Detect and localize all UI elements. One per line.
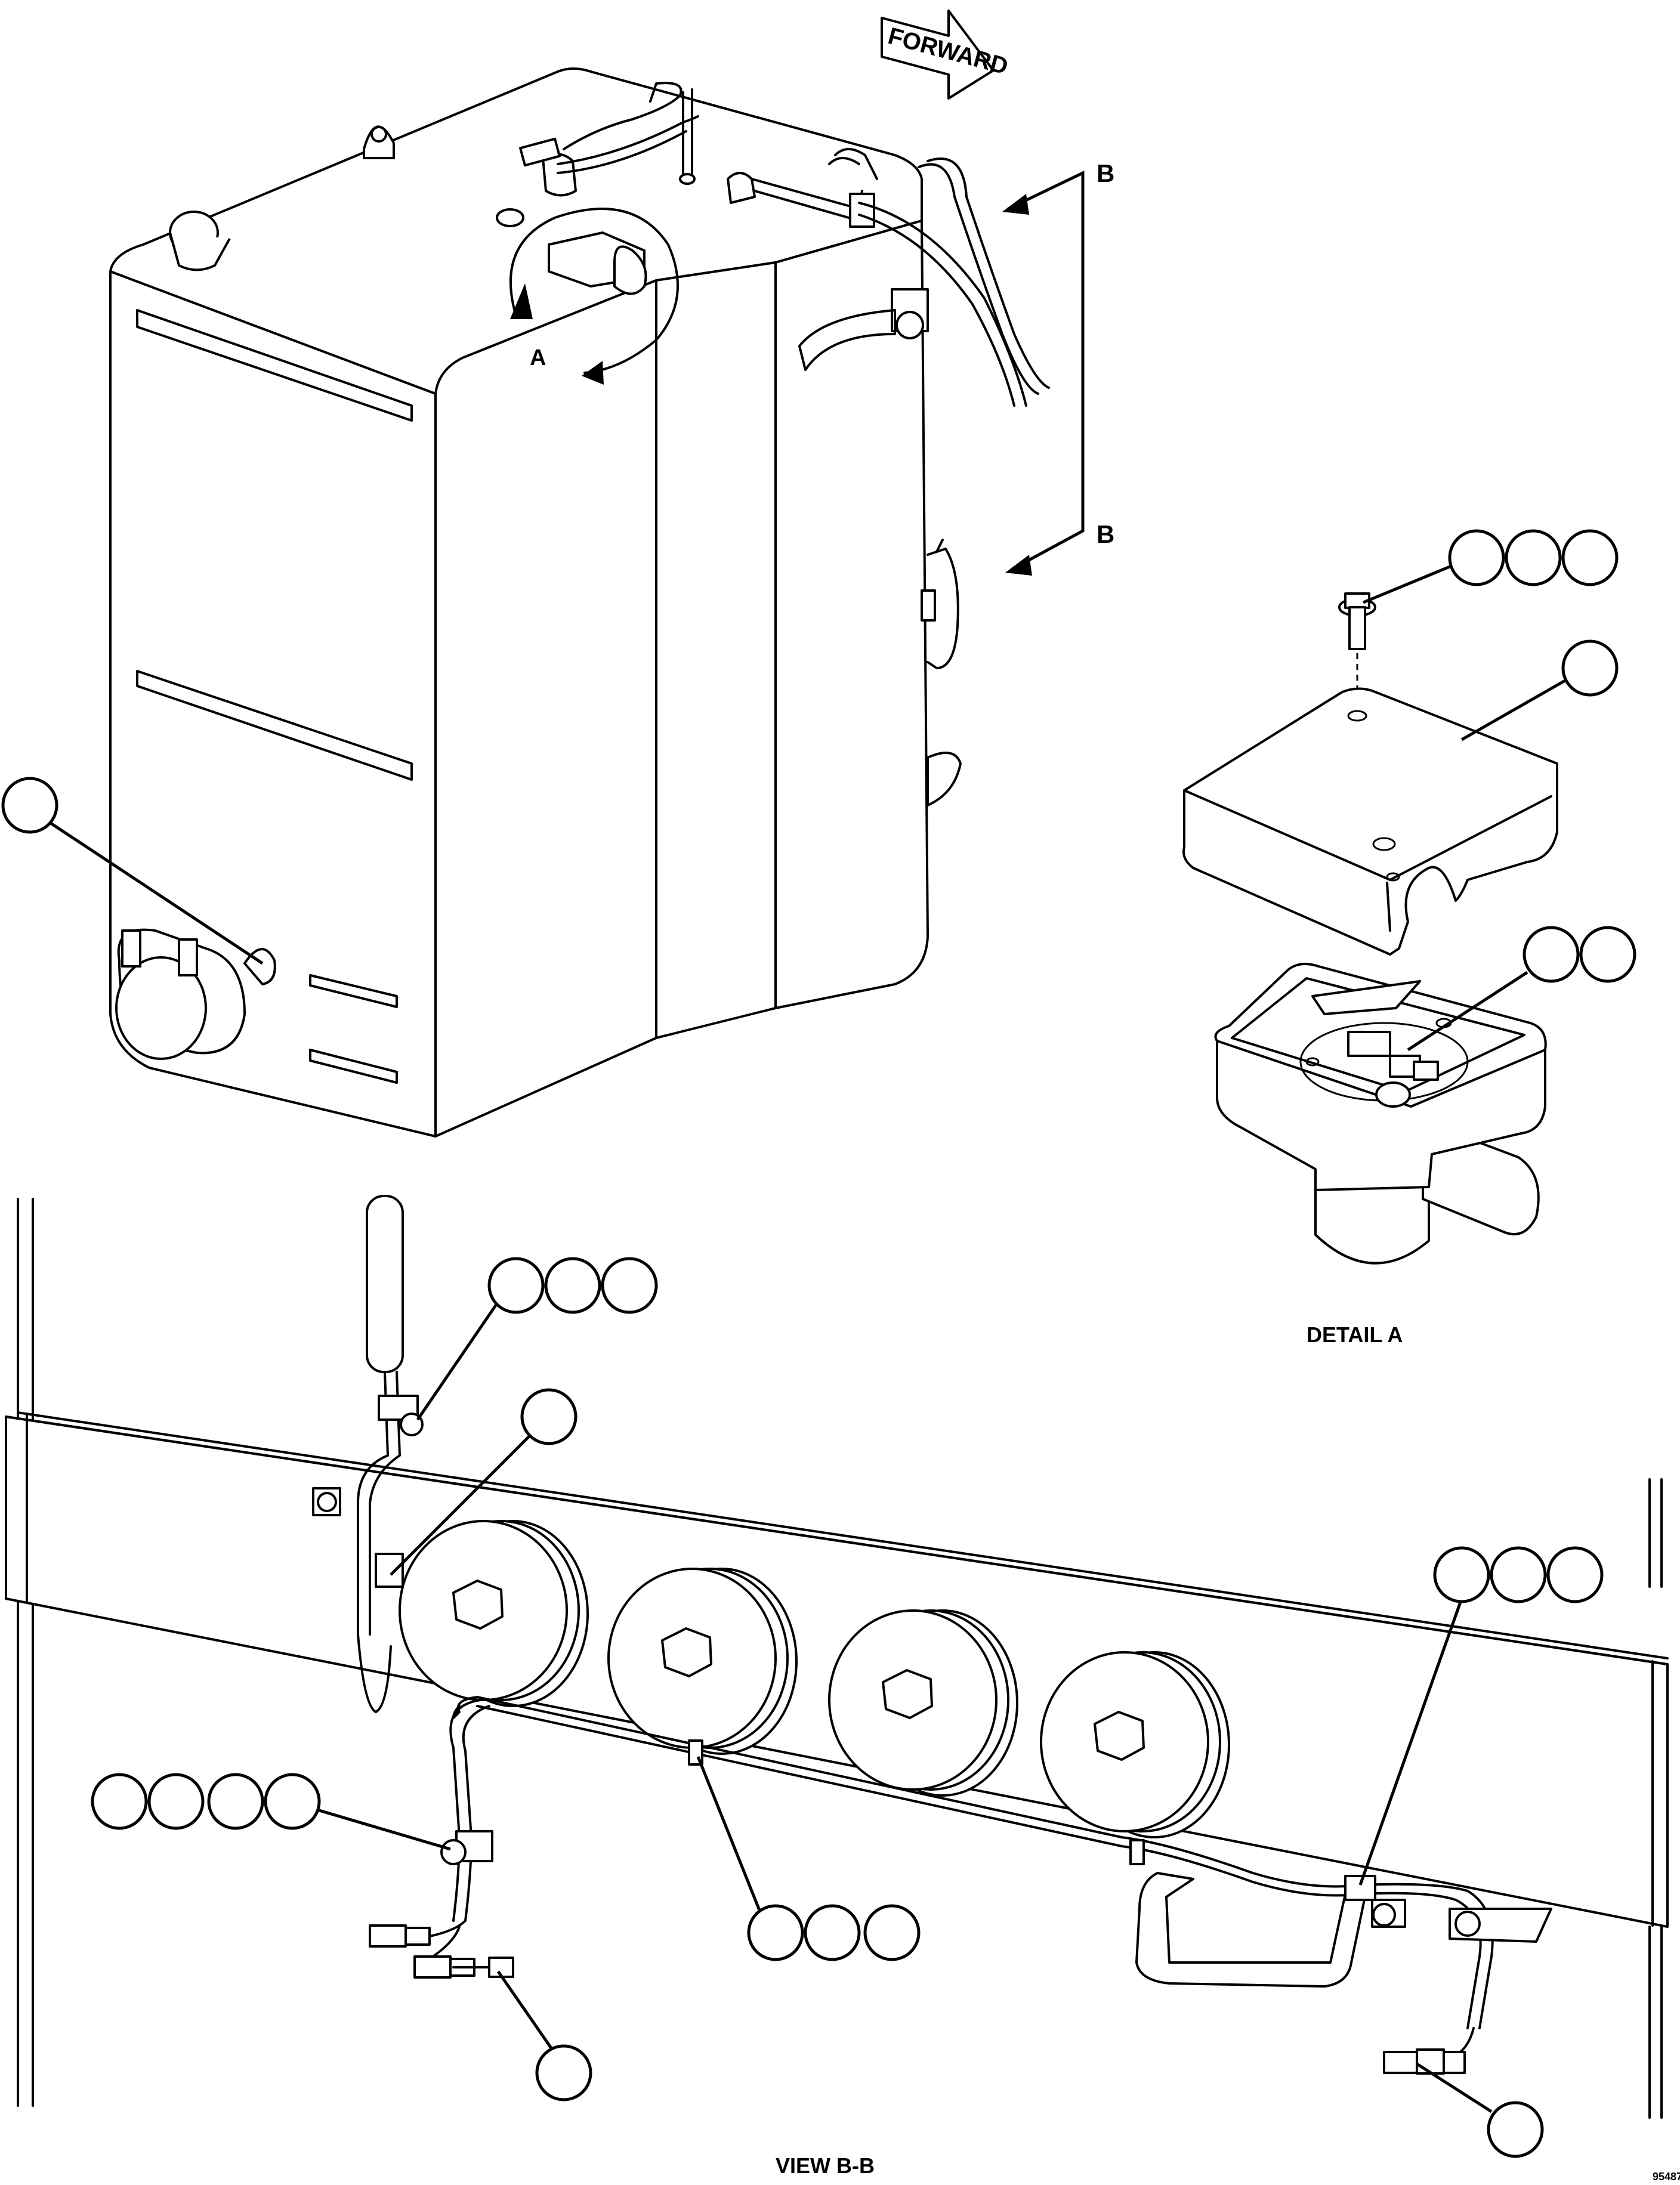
callout-cover-screw xyxy=(1363,529,1619,604)
side-handle xyxy=(921,539,959,669)
tank-front-panel-2 xyxy=(655,261,777,1039)
wiring-harness-lower xyxy=(312,1195,1552,2075)
wiring-harness-top xyxy=(751,148,1050,407)
mounting-strip-upper xyxy=(136,309,413,422)
view-b-b-caption: VIEW B-B xyxy=(776,2153,875,2178)
callout-left-clamp xyxy=(91,1773,451,1851)
mounting-strip-lower xyxy=(136,670,413,781)
mount-bracket xyxy=(927,752,962,806)
spool-4 xyxy=(1040,1651,1230,1838)
fuel-tank: A B B xyxy=(109,67,1114,1138)
callout-lower-right-connector xyxy=(1416,2062,1544,2158)
view-b-b: VIEW B-B xyxy=(5,1195,1669,2178)
detail-a: DETAIL A xyxy=(1182,529,1636,1347)
spool-1 xyxy=(399,1520,589,1707)
detail-a-view-arrow: A xyxy=(509,208,679,385)
sending-unit-housing xyxy=(1214,963,1547,1265)
callout-right-clamp xyxy=(1358,1546,1604,1886)
tank-front-panel-1 xyxy=(434,279,657,1138)
lifting-eye xyxy=(363,125,395,159)
section-b-top-label: B xyxy=(1097,159,1114,187)
sending-unit-cover xyxy=(1182,687,1558,956)
spool-2 xyxy=(607,1568,798,1755)
tank-top-face xyxy=(109,67,923,395)
top-fittings xyxy=(496,82,756,227)
callout-beam-clip xyxy=(696,1756,921,1961)
spool-3 xyxy=(828,1609,1018,1797)
fuel-cap xyxy=(169,211,231,271)
callout-tank-drain xyxy=(1,777,264,965)
tank-front-panel-3 xyxy=(774,220,929,1009)
tank-left-face xyxy=(109,270,437,1138)
callout-cover xyxy=(1460,639,1619,741)
callout-sending-unit xyxy=(1407,926,1636,1052)
cover-screw xyxy=(1338,592,1376,701)
detail-a-caption: DETAIL A xyxy=(1307,1322,1403,1347)
drain-fitting xyxy=(115,928,276,1060)
mounting-strip-small-2 xyxy=(309,1049,398,1084)
detail-a-marker: A xyxy=(530,345,546,370)
mounting-strip-small-1 xyxy=(309,974,398,1008)
section-b-bottom-label: B xyxy=(1097,520,1114,548)
callout-top-clamp xyxy=(416,1257,658,1421)
section-b-b-indicator: B B xyxy=(1002,159,1114,576)
sending-unit-cover-on-tank xyxy=(548,231,647,295)
callout-connector xyxy=(390,1388,578,1576)
figure-id: 95487 xyxy=(1653,2171,1680,2183)
callout-lower-left-connector xyxy=(496,1970,592,2101)
forward-arrow: FORWARD xyxy=(881,10,1011,100)
